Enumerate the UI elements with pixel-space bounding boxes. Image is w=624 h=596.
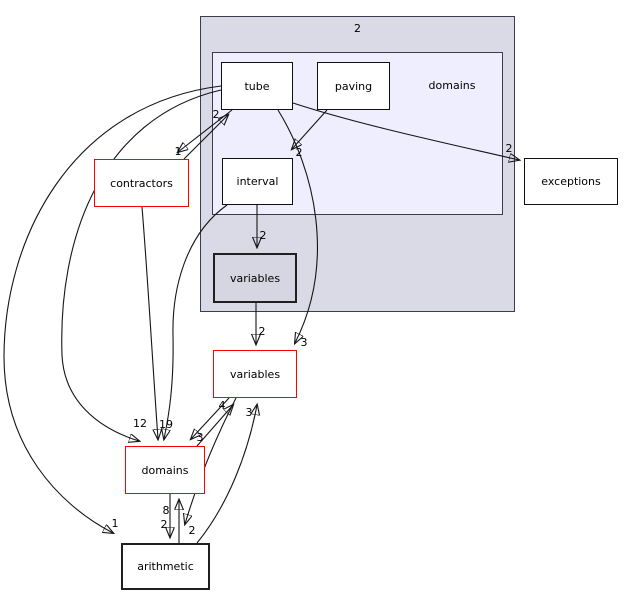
edge-label: 2	[213, 108, 220, 121]
node-tube-label: tube	[244, 79, 270, 93]
edge-label: 2	[296, 146, 303, 159]
edge-tube-arithmetic	[3, 85, 222, 533]
edge-arithmetic-variables	[196, 405, 257, 544]
edge-label: 19	[159, 418, 173, 431]
cluster-2-label[interactable]: 2	[354, 22, 361, 35]
cluster-domains-label[interactable]: domains	[428, 79, 476, 92]
node-contractors[interactable]: contractors	[94, 159, 189, 207]
edge-label: 2	[259, 325, 266, 338]
edge-variables-domains	[191, 397, 230, 439]
edge-tube-exceptions	[292, 102, 519, 160]
edge-tube-contractors	[178, 109, 233, 152]
node-variables-label: variables	[229, 367, 281, 381]
edge-label: 3	[246, 406, 253, 419]
edge-label: 1	[175, 145, 182, 158]
node-exceptions[interactable]: exceptions	[524, 158, 618, 205]
edge-label: 2	[260, 229, 267, 242]
edge-contractors-domains	[141, 206, 158, 439]
edge-label: 3	[197, 431, 204, 444]
node-variables-current[interactable]: variables	[213, 253, 297, 303]
edge-interval-domains	[164, 204, 228, 439]
edge-label: 8	[163, 504, 170, 517]
edge-label: 4	[219, 399, 226, 412]
node-paving[interactable]: paving	[317, 62, 390, 110]
edge-variables-arithmetic	[185, 397, 237, 524]
edge-paving-interval	[292, 109, 328, 149]
edge-contractors-tube	[183, 115, 228, 160]
node-arithmetic[interactable]: arithmetic	[121, 543, 210, 590]
edge-tube-variables	[277, 109, 318, 343]
node-contractors-label: contractors	[110, 176, 173, 190]
edge-label: 2	[189, 524, 196, 537]
node-paving-label: paving	[334, 79, 373, 93]
edge-domains-variables	[196, 405, 233, 447]
node-tube[interactable]: tube	[221, 62, 293, 110]
edge-label: 1	[112, 517, 119, 530]
node-interval-label: interval	[236, 175, 279, 188]
edge-tube-domains	[61, 89, 222, 441]
node-domains-label: domains	[141, 463, 189, 477]
node-variables-current-label: variables	[229, 271, 281, 285]
node-exceptions-label: exceptions	[541, 175, 601, 188]
node-arithmetic-label: arithmetic	[137, 560, 194, 573]
node-interval[interactable]: interval	[222, 158, 293, 205]
edge-label: 3	[301, 336, 308, 349]
node-variables[interactable]: variables	[213, 350, 297, 398]
edge-label: 2	[506, 142, 513, 155]
node-domains[interactable]: domains	[125, 446, 205, 494]
edge-label: 12	[133, 417, 147, 430]
edge-label: 2	[161, 518, 168, 531]
